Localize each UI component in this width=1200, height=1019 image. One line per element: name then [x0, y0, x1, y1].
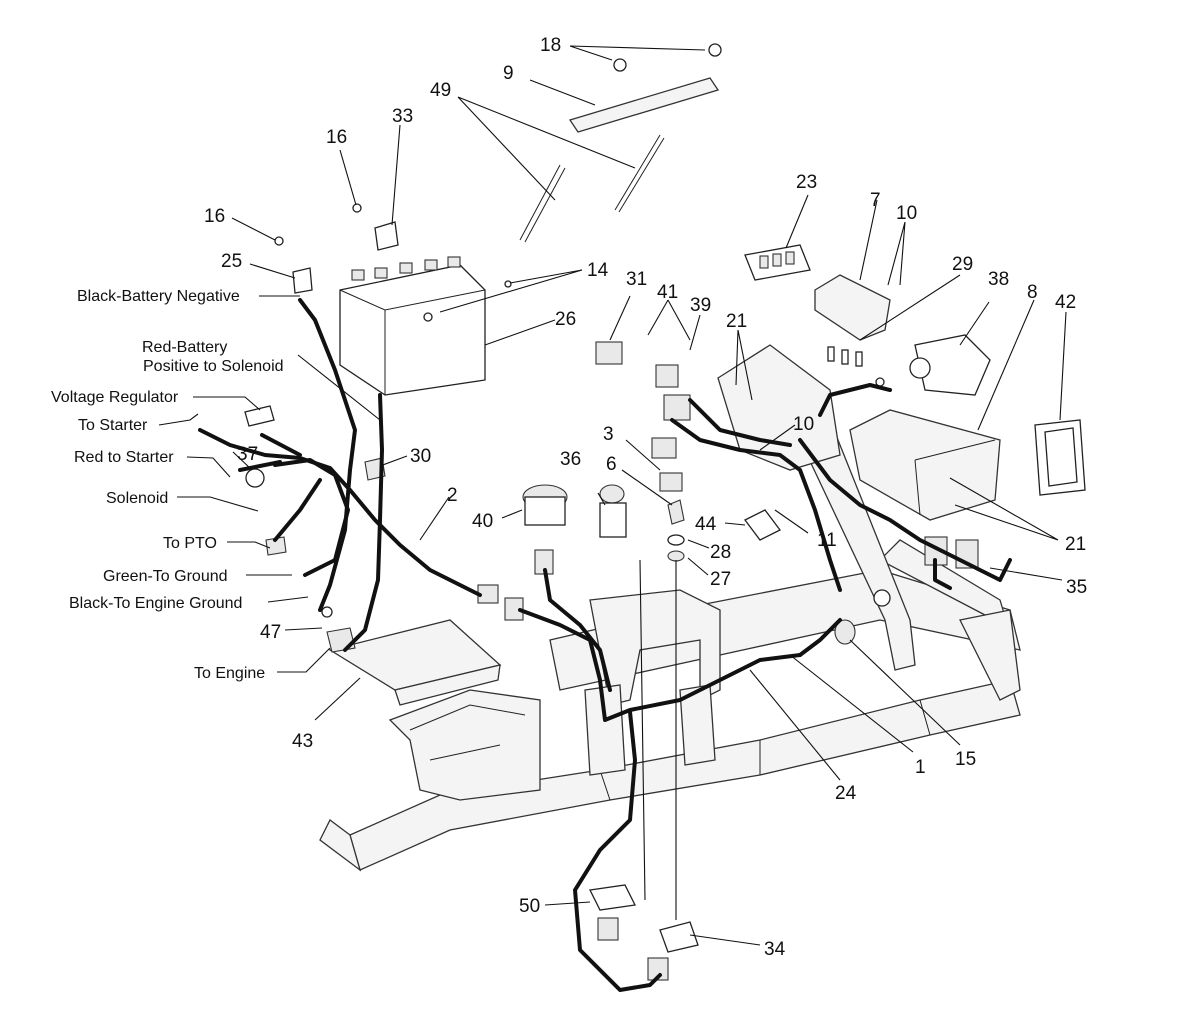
callout-16-upper: 16	[326, 127, 347, 148]
callout-43: 43	[292, 731, 313, 752]
callout-33: 33	[392, 106, 413, 127]
label-black-to-engine-ground: Black-To Engine Ground	[69, 595, 242, 612]
battery	[339, 256, 486, 396]
callout-47: 47	[260, 622, 281, 643]
label-voltage-regulator: Voltage Regulator	[51, 389, 179, 406]
callout-40: 40	[472, 511, 493, 532]
callout-31: 31	[626, 269, 647, 290]
callout-27: 27	[710, 569, 731, 590]
callout-38: 38	[988, 269, 1009, 290]
label-red-battery-line2: Positive to Solenoid	[143, 358, 284, 375]
label-to-pto: To PTO	[163, 535, 217, 552]
callout-1: 1	[915, 757, 926, 778]
label-solenoid: Solenoid	[106, 490, 168, 507]
callout-42: 42	[1055, 292, 1076, 313]
callout-26: 26	[555, 309, 576, 330]
callout-25: 25	[221, 251, 242, 272]
callout-24: 24	[835, 783, 857, 804]
wiring-harness	[198, 298, 1012, 992]
label-red-battery-line1: Red-Battery	[142, 339, 227, 356]
small-parts	[244, 43, 1086, 981]
callout-6: 6	[606, 454, 617, 475]
label-green-to-ground: Green-To Ground	[103, 568, 228, 585]
callout-28: 28	[710, 542, 731, 563]
leader-lines	[158, 45, 1067, 946]
callout-29: 29	[952, 254, 973, 275]
callout-49: 49	[430, 80, 451, 101]
label-black-battery-negative: Black-Battery Negative	[77, 288, 240, 305]
callout-9: 9	[503, 63, 514, 84]
chassis-frame	[319, 77, 1021, 872]
callout-3: 3	[603, 424, 614, 445]
callout-15: 15	[955, 749, 976, 770]
callout-numbers: 1 2 3 6 7 8 9 10 10 11 14 15 16 16 18 21…	[204, 35, 1087, 960]
label-red-to-starter: Red to Starter	[74, 449, 174, 466]
callout-34: 34	[764, 939, 786, 960]
label-to-engine: To Engine	[194, 665, 265, 682]
callout-10-upper: 10	[896, 203, 917, 224]
callout-36: 36	[560, 449, 581, 470]
callout-8: 8	[1027, 282, 1038, 303]
callout-21-lower: 21	[1065, 534, 1086, 555]
wire-labels: Black-Battery Negative Red-Battery Posit…	[51, 288, 284, 682]
label-to-starter: To Starter	[78, 417, 148, 434]
callout-23: 23	[796, 172, 817, 193]
callout-21-upper: 21	[726, 311, 747, 332]
callout-14: 14	[587, 260, 609, 281]
callout-39: 39	[690, 295, 711, 316]
callout-18: 18	[540, 35, 561, 56]
callout-50: 50	[519, 896, 540, 917]
callout-37: 37	[237, 444, 258, 465]
callout-10-lower: 10	[793, 414, 814, 435]
callout-30: 30	[410, 446, 431, 467]
callout-16-left: 16	[204, 206, 225, 227]
callout-2: 2	[447, 485, 458, 506]
callout-41: 41	[657, 282, 678, 303]
callout-35: 35	[1066, 577, 1087, 598]
callout-44: 44	[695, 514, 717, 535]
callout-7: 7	[870, 190, 881, 211]
callout-11: 11	[817, 530, 837, 551]
